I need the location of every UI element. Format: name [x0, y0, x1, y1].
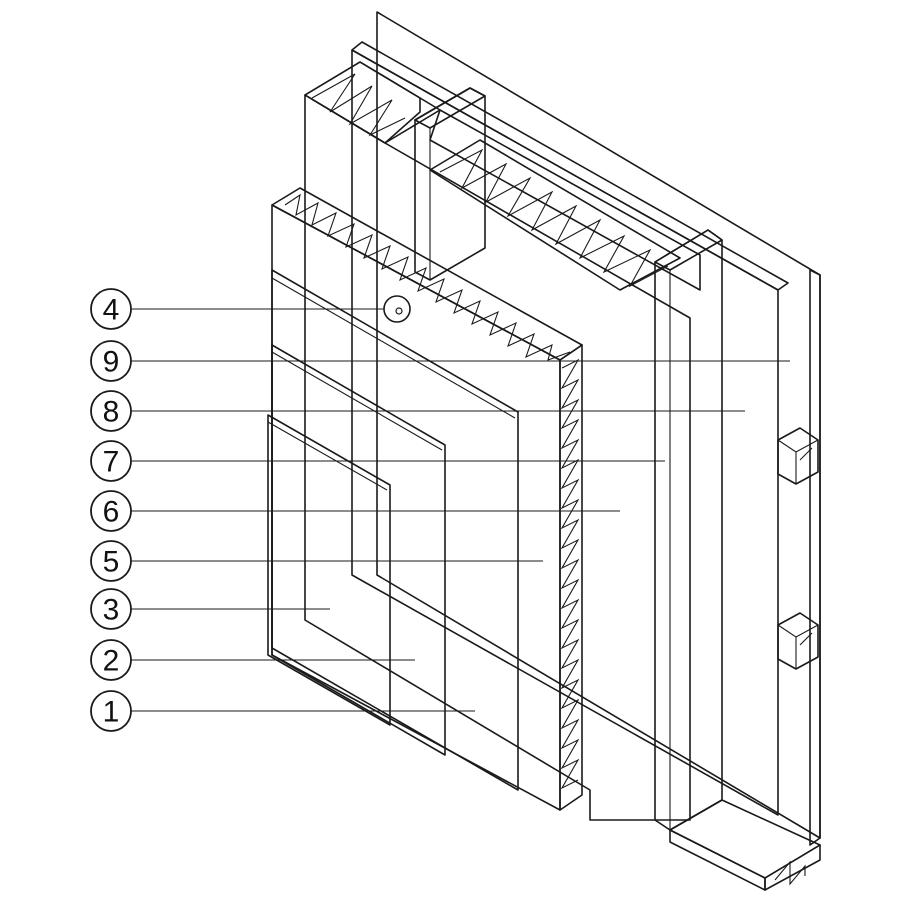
- insulation-panel: [271, 187, 583, 811]
- callout-2-label: 2: [103, 645, 120, 678]
- callout-3-label: 3: [103, 594, 120, 627]
- board-layer-9: [271, 269, 519, 791]
- callout-8: 8: [90, 390, 132, 432]
- callout-9: 9: [90, 340, 132, 382]
- callout-6: 6: [90, 490, 132, 532]
- callout-2: 2: [90, 639, 132, 681]
- board-layer-2: [267, 414, 391, 726]
- batten-upper: [777, 427, 819, 485]
- membrane-layer: [351, 41, 789, 816]
- leader-lines: [131, 308, 790, 712]
- callout-9-label: 9: [103, 346, 120, 379]
- board-layer-1: [271, 344, 446, 756]
- callout-1-label: 1: [103, 696, 120, 729]
- callout-4-label: 4: [103, 294, 120, 327]
- bottom-plate: [669, 799, 821, 891]
- batten-lower: [777, 612, 819, 670]
- callout-1: 1: [90, 690, 132, 732]
- fastener: [383, 295, 411, 323]
- callout-8-label: 8: [103, 396, 120, 429]
- callout-4: 4: [90, 288, 132, 330]
- callout-7: 7: [90, 440, 132, 482]
- insulation-core: [304, 61, 691, 821]
- stud-left: [414, 87, 486, 281]
- callout-7-label: 7: [103, 446, 120, 479]
- callout-5: 5: [90, 540, 132, 582]
- back-sheathing-board: [376, 11, 821, 846]
- callout-5-label: 5: [103, 546, 120, 579]
- callout-6-label: 6: [103, 496, 120, 529]
- callout-3: 3: [90, 588, 132, 630]
- stud-right: [654, 229, 723, 831]
